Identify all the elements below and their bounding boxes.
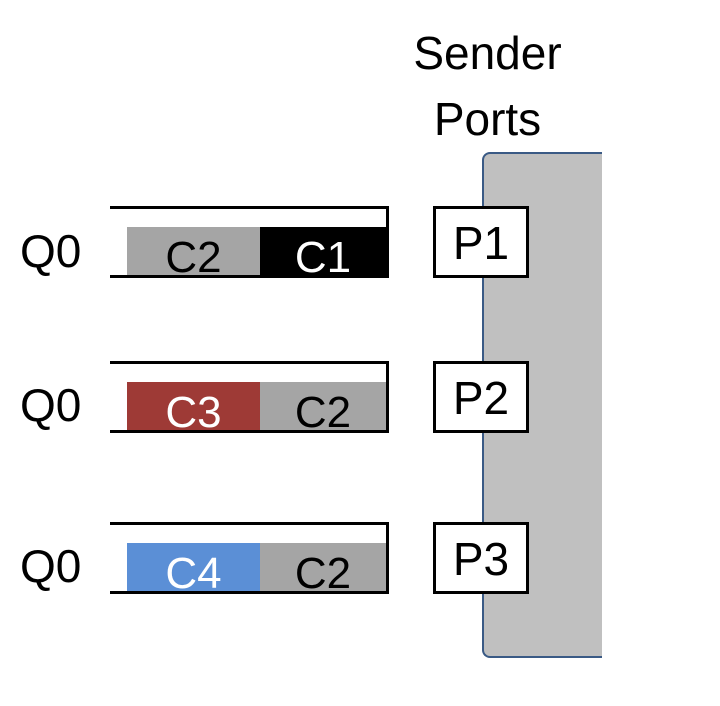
port-p2: P2 — [433, 361, 529, 433]
queue-2: C3 C2 — [110, 361, 389, 433]
queue-3-cell-right: C2 — [260, 543, 386, 591]
queue-label-2: Q0 — [20, 379, 82, 431]
port-p1: P1 — [433, 206, 529, 278]
queue-3: C4 C2 — [110, 522, 389, 594]
queue-1: C2 C1 — [110, 206, 389, 278]
queue-2-cell-left: C3 — [127, 382, 260, 430]
queue-1-cell-right: C1 — [260, 227, 386, 275]
queue-label-3: Q0 — [20, 540, 82, 592]
sender-ports-title-line1: Sender — [413, 27, 562, 79]
sender-ports-title-line2: Ports — [433, 93, 542, 145]
queue-3-cell-left: C4 — [127, 543, 260, 591]
port-p3: P3 — [433, 522, 529, 594]
queue-label-1: Q0 — [20, 225, 82, 277]
queue-1-cell-left: C2 — [127, 227, 260, 275]
queue-2-cell-right: C2 — [260, 382, 386, 430]
